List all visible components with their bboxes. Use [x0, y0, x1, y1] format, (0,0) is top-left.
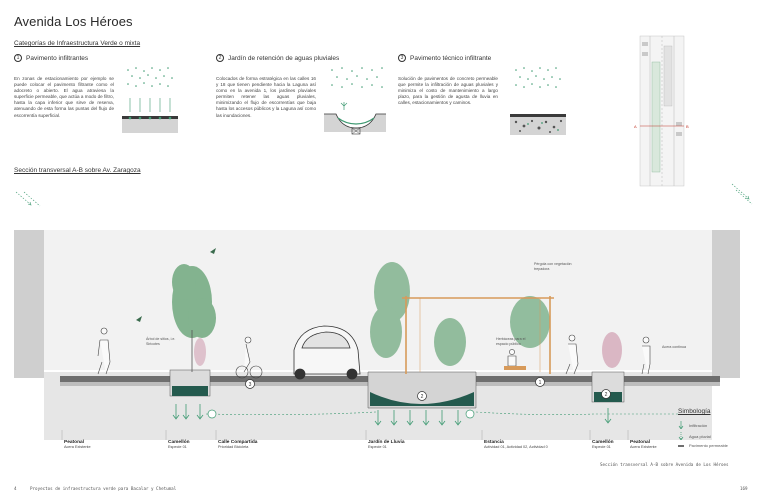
- category-1-text: En zonas de estacionamiento por ejemplo …: [14, 76, 114, 118]
- legend-item-agua-pluvial: Agua pluvial: [678, 432, 728, 440]
- section-number-marker: [535, 377, 545, 387]
- pavement-infiltration-diagram: [122, 67, 178, 133]
- section-letter-a: A: [634, 124, 637, 129]
- pergola-annotation: Pérgola con vegetación trepadora: [534, 262, 572, 271]
- footer-project: Proyectos de infraestructura verde para …: [30, 486, 177, 491]
- footer-page-right: 169: [740, 486, 748, 491]
- legend-item-pavimento: Pavimento permeable: [678, 443, 728, 448]
- zone-camellon-right: Camellón Especie 01: [592, 440, 614, 449]
- category-2-number: 2: [216, 54, 224, 62]
- rain-arrow-icon: [678, 432, 684, 440]
- legend-item-infiltracion: Infiltración: [678, 421, 728, 429]
- person-icon: [641, 336, 651, 375]
- shrub-icon: [370, 262, 550, 366]
- category-3-heading: 3 Pavimento técnico infiltrante: [398, 54, 491, 62]
- tree-annotation: Árbol de sitios, i.e. Siricotes: [146, 337, 176, 346]
- section-heading: Sección transversal A-B sobre Av. Zarago…: [14, 167, 141, 174]
- bird-icon: [136, 248, 216, 322]
- rain-garden-diagram: [324, 67, 386, 135]
- section-number-label: 2: [421, 394, 424, 400]
- person-icon: [565, 334, 579, 375]
- category-3-name: Pavimento técnico infiltrante: [410, 54, 492, 62]
- zone-peatonal-right: Peatonal Acera Existente: [630, 440, 657, 449]
- legend-title: Simbología: [678, 408, 711, 415]
- herbs-annotation: Herbáceas para el espacio público: [496, 337, 526, 346]
- infiltration-arrow-icon: [129, 98, 171, 112]
- infiltration-arrow-icon: [678, 421, 684, 429]
- categories-heading: Categorías de Infraestructura Verde o mi…: [14, 40, 141, 47]
- rain-icon: [127, 67, 173, 87]
- pavement-icon: [678, 444, 684, 447]
- rain-icon: [331, 67, 383, 88]
- wind-arrow-icon: [15, 191, 41, 207]
- plan-view-map: A B: [634, 35, 689, 187]
- page-title: Avenida Los Héroes: [14, 14, 133, 29]
- sidewalk-annotation: Acera continua: [662, 345, 686, 349]
- category-1-name: Pavimento infiltrantes: [26, 54, 89, 62]
- section-number-label: 1: [539, 380, 542, 386]
- category-2-text: Colocados de forma estratégica en las ca…: [216, 76, 316, 118]
- section-number-marker: [601, 389, 611, 399]
- infiltration-arrow-icon: [172, 404, 612, 426]
- zone-calle-compartida: Calle Compartida Prioridad Bicicleta: [218, 440, 258, 449]
- tree-icon: [172, 264, 216, 338]
- zone-estancia: Estancia Actividad 01, Actividad 02, Act…: [484, 440, 548, 449]
- zone-peatonal-left: Peatonal Acera Existente: [64, 440, 91, 449]
- car-icon: [293, 325, 361, 380]
- seated-person-icon: [504, 349, 526, 370]
- cross-section-drawing: 3 2 1 2: [14, 230, 740, 440]
- category-1-heading: 1 Pavimento infiltrantes: [14, 54, 88, 62]
- pergola-structure: [402, 296, 554, 374]
- rain-icon: [515, 67, 561, 88]
- section-letter-b: B: [686, 124, 689, 129]
- category-1-number: 1: [14, 54, 22, 62]
- section-number-label: 2: [605, 392, 608, 398]
- category-3-text: Solución de pavimentos de concreto perme…: [398, 76, 498, 106]
- zone-jardin-lluvia: Jardín de Lluvia Especie 01: [368, 440, 405, 449]
- plant-icon: [340, 102, 348, 110]
- legend: Simbología Infiltración Agua pluvial Pav…: [678, 408, 728, 448]
- section-number-label: 3: [249, 382, 252, 388]
- footer-page-left: 4: [14, 486, 17, 491]
- technical-pavement-diagram: [510, 67, 566, 135]
- section-number-marker: [245, 379, 255, 389]
- section-number-marker: [417, 391, 427, 401]
- zone-camellon-left: Camellón Especie 01: [168, 440, 190, 449]
- person-icon: [97, 327, 111, 375]
- category-2-heading: 2 Jardín de retención de aguas pluviales: [216, 54, 339, 62]
- category-3-number: 3: [398, 54, 406, 62]
- cyclist-icon: [235, 336, 263, 379]
- category-2-name: Jardín de retención de aguas pluviales: [228, 54, 340, 62]
- wind-arrow-icon: [731, 183, 753, 205]
- section-caption: Sección transversal A-B sobre Avenida de…: [600, 462, 729, 467]
